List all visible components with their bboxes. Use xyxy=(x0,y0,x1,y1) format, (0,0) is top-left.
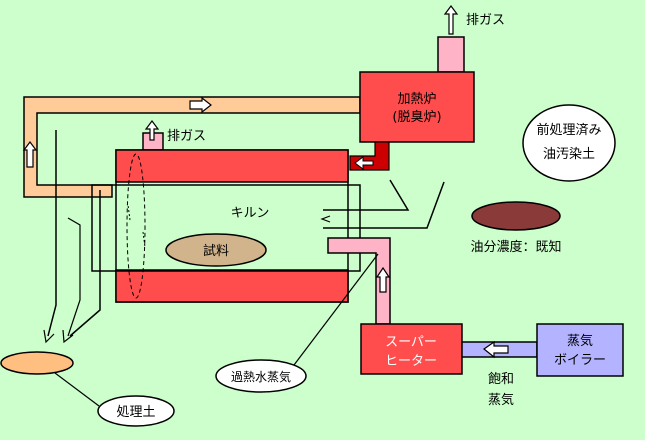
saturated-label-line2: 蒸気 xyxy=(488,392,514,408)
exhaust-kiln-label: 排ガス xyxy=(167,129,206,144)
kiln-top-wall xyxy=(115,149,349,183)
superheater xyxy=(360,323,463,375)
kiln-exhaust-stack xyxy=(142,120,164,151)
callout-leader-line xyxy=(293,253,379,366)
steam-up-arrow-icon xyxy=(375,266,391,293)
superheater-label-line1: スーパー xyxy=(385,335,437,350)
kiln-exhaust-arrow-icon xyxy=(144,120,160,141)
pretreated-label-line1: 前処理済み xyxy=(536,122,601,138)
exhaust-duct xyxy=(22,96,361,198)
furnace-label-line1: 加熱炉 xyxy=(397,92,436,107)
superheater-label-line2: ヒーター xyxy=(385,354,437,369)
rotation-indicator xyxy=(126,153,146,299)
steam-boiler xyxy=(536,323,624,377)
furnace-exhaust-stack xyxy=(437,5,465,73)
treated-soil-pile xyxy=(0,351,74,375)
pretreated-soil-callout xyxy=(522,104,616,182)
heating-furnace xyxy=(359,71,475,143)
saturated-left-arrow-icon xyxy=(482,340,509,359)
discharge-chute xyxy=(43,130,101,344)
sample-label: 試料 xyxy=(203,243,229,259)
pretreated-label-line2: 油汚染土 xyxy=(543,147,595,162)
duct-flow-arrow-icon xyxy=(189,96,212,114)
connector-left-arrow-icon xyxy=(354,156,374,170)
furnace-label-line2: (脱臭炉) xyxy=(392,110,441,125)
contaminated-soil-pile xyxy=(471,201,561,231)
kiln xyxy=(91,149,361,303)
kiln-bottom-wall xyxy=(115,269,349,303)
saturated-label-line1: 飽和 xyxy=(488,372,514,387)
exhaust-top-label: 排ガス xyxy=(466,13,505,28)
oil-detect-label: 油分濃度：既知 xyxy=(470,239,561,255)
superheated-steam-label: 過熱水蒸気 xyxy=(231,369,291,384)
boiler-label-line1: 蒸気 xyxy=(567,333,593,349)
furnace-kiln-connector xyxy=(349,141,390,171)
treated-soil-callout xyxy=(97,395,175,427)
sample xyxy=(165,233,267,267)
duct-up-arrow-icon xyxy=(22,141,38,168)
treated-soil-label: 処理土 xyxy=(116,405,155,420)
treated-callout-leader xyxy=(54,372,100,407)
exhaust-up-arrow-icon xyxy=(443,5,459,35)
superheated-steam-callout xyxy=(215,359,307,393)
boiler-label-line2: ボイラー xyxy=(554,353,606,368)
saturated-steam-pipe xyxy=(461,340,538,359)
kiln-label: キルン xyxy=(231,206,270,221)
feed-chute xyxy=(320,179,445,229)
